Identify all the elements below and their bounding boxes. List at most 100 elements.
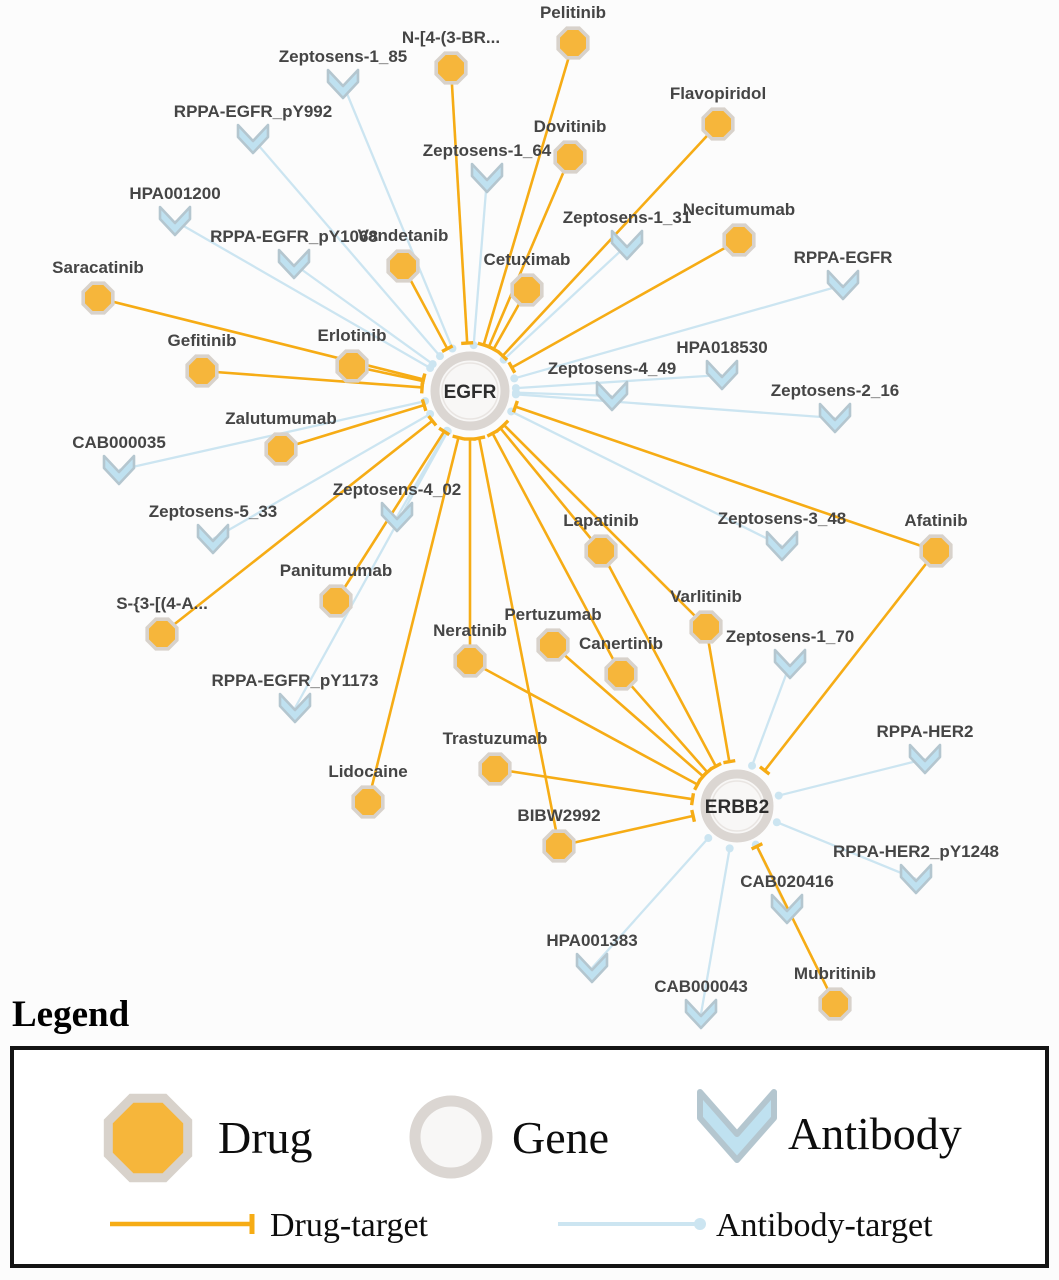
antibody-node[interactable] — [595, 380, 629, 412]
antibody-target-legend-cap — [694, 1218, 706, 1230]
antibody-node[interactable] — [818, 402, 852, 434]
antibody-node[interactable] — [826, 269, 860, 301]
drug-node[interactable] — [919, 534, 953, 568]
antibody-target-edge — [515, 391, 613, 398]
antibody-node[interactable] — [899, 863, 933, 895]
drug-target-edge — [511, 238, 740, 369]
drug-node[interactable] — [478, 752, 512, 786]
drug-node[interactable] — [604, 657, 638, 691]
drug-target-endpoint — [438, 426, 451, 437]
drug-label: Lidocaine — [328, 762, 407, 781]
antibody-label: Zeptosens-1_31 — [563, 208, 692, 227]
drug-target-endpoint — [750, 842, 764, 851]
drug-node[interactable] — [818, 987, 852, 1021]
drug-target-endpoint — [452, 434, 465, 441]
antibody-node[interactable] — [236, 123, 270, 155]
drug-node[interactable] — [542, 829, 576, 863]
drug-node[interactable] — [556, 26, 590, 60]
legend-box: Drug Gene Antibody Drug-target Antibody-… — [10, 1046, 1049, 1268]
drug-node[interactable] — [510, 273, 544, 307]
gene-legend-icon — [409, 1095, 493, 1179]
gene-node[interactable] — [430, 351, 510, 431]
gene-label: ERBB2 — [705, 797, 769, 818]
drug-target-edge — [552, 644, 704, 778]
antibody-node[interactable] — [908, 743, 942, 775]
drug-target-endpoint — [486, 429, 499, 438]
antibody-node[interactable] — [684, 998, 718, 1030]
antibody-node[interactable] — [158, 205, 192, 237]
drug-target-endpoint — [690, 809, 697, 823]
drug-node[interactable] — [351, 785, 385, 819]
antibody-target-edge — [513, 283, 844, 380]
drug-node[interactable] — [319, 584, 353, 618]
label-layer: Zeptosens-1_85RPPA-EGFR_pY992Zeptosens-1… — [52, 3, 999, 996]
gene-node[interactable] — [700, 769, 774, 843]
antibody-target-edge — [293, 430, 449, 709]
antibody-node[interactable] — [380, 501, 414, 533]
antibody-legend-label: Antibody — [788, 1108, 962, 1159]
drug-node[interactable] — [264, 432, 298, 466]
drug-node[interactable] — [453, 644, 487, 678]
antibody-label: CAB000035 — [72, 433, 166, 452]
antibody-node[interactable] — [278, 692, 312, 724]
drug-node[interactable] — [386, 249, 420, 283]
drug-node[interactable] — [701, 107, 735, 141]
antibody-node[interactable] — [196, 523, 230, 555]
antibody-label: RPPA-HER2 — [877, 722, 974, 741]
antibody-target-endpoint — [748, 761, 757, 770]
drug-node[interactable] — [145, 617, 179, 651]
antibody-node[interactable] — [470, 162, 504, 194]
legend-title: Legend — [12, 994, 130, 1035]
drug-target-edge — [477, 437, 561, 847]
antibody-node[interactable] — [277, 248, 311, 280]
drug-target-edge — [763, 550, 938, 772]
drug-target-edge — [161, 419, 434, 636]
drug-label: Pertuzumab — [504, 605, 601, 624]
drug-label: Canertinib — [579, 634, 663, 653]
drug-label: S-{3-[(4-A... — [116, 594, 208, 613]
drug-target-edge — [558, 814, 694, 848]
drug-node[interactable] — [335, 349, 369, 383]
drug-target-endpoint — [420, 374, 426, 388]
antibody-target-endpoint — [704, 834, 713, 843]
drug-target-endpoint — [507, 361, 517, 374]
antibody-node[interactable] — [765, 530, 799, 562]
antibody-target-edge — [174, 220, 431, 370]
drug-target-endpoint — [758, 765, 771, 776]
antibody-node[interactable] — [610, 229, 644, 261]
drug-node[interactable] — [689, 610, 723, 644]
antibody-target-edge — [510, 410, 783, 548]
antibody-target-endpoint — [428, 360, 437, 369]
drug-target-edge — [503, 424, 707, 628]
antibody-target-edge — [750, 663, 792, 767]
drug-legend-icon — [103, 1093, 193, 1183]
drug-target-endpoint — [693, 778, 702, 791]
antibody-label: RPPA-EGFR_pY1173 — [212, 671, 379, 690]
antibody-node[interactable] — [575, 952, 609, 984]
antibody-node[interactable] — [770, 893, 804, 925]
drug-node[interactable] — [536, 628, 570, 662]
drug-target-endpoint — [498, 419, 510, 431]
drug-node[interactable] — [81, 281, 115, 315]
drug-node[interactable] — [553, 140, 587, 174]
antibody-target-edge — [591, 837, 710, 969]
antibody-label: HPA001383 — [546, 931, 637, 950]
antibody-node[interactable] — [102, 454, 136, 486]
drug-node[interactable] — [584, 534, 618, 568]
antibody-node[interactable] — [705, 359, 739, 391]
antibody-node[interactable] — [326, 68, 360, 100]
antibody-target-edge — [699, 848, 731, 1015]
antibody-target-edge — [778, 757, 926, 797]
antibody-label: CAB000043 — [654, 977, 748, 996]
drug-target-endpoint — [441, 344, 454, 354]
drug-node[interactable] — [434, 51, 468, 85]
drug-target-edge — [280, 403, 425, 451]
antibody-label: RPPA-EGFR_pY1068 — [210, 227, 378, 246]
drug-node[interactable] — [722, 223, 756, 257]
antibody-node[interactable] — [773, 648, 807, 680]
antibody-target-endpoint — [426, 409, 435, 418]
gene-node-inner-ring — [711, 780, 763, 832]
antibody-target-endpoint — [772, 818, 781, 827]
drug-target-edge — [482, 42, 575, 346]
drug-node[interactable] — [185, 354, 219, 388]
